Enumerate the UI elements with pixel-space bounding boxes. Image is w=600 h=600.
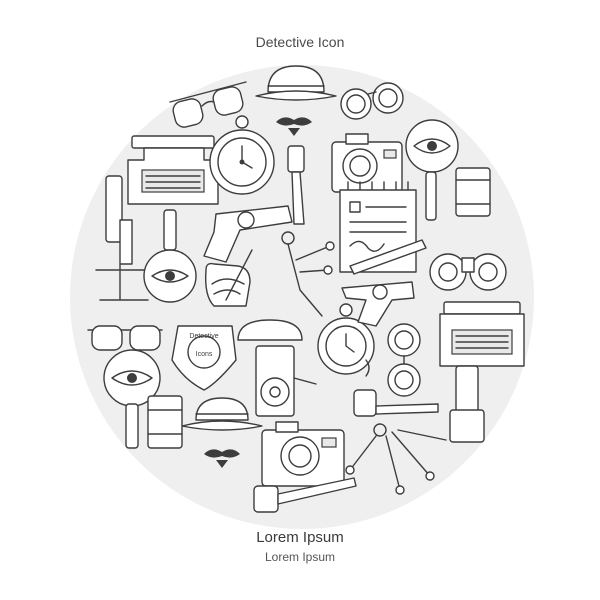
page-title: Detective Icon [255, 34, 345, 50]
smoking-pipe-icon [253, 477, 357, 513]
magnifier-eye-icon [103, 349, 161, 449]
smoking-pipe-icon [287, 145, 305, 225]
flashlight-icon [455, 167, 491, 217]
pocket-watch-icon [317, 303, 375, 375]
badge-label-top: Detective [189, 333, 218, 340]
camera-icon [261, 421, 345, 487]
handcuffs-icon [340, 82, 404, 120]
typewriter-icon [439, 301, 525, 367]
magnifier-eye-icon [143, 209, 197, 303]
binoculars-icon [429, 253, 507, 291]
notepad-icon [339, 181, 417, 273]
mustache-icon [204, 449, 240, 468]
police-badge-icon: Detective Icons [171, 325, 237, 391]
smoking-pipe-icon [353, 359, 439, 417]
badge-label-bottom: Icons [196, 351, 213, 358]
revolver-icon [203, 205, 293, 263]
mustache-icon [276, 117, 312, 136]
handcuffs-icon [387, 323, 421, 397]
fingerprint-icon [204, 249, 253, 307]
footer-subheading: Lorem Ipsum [264, 550, 336, 564]
glasses-icon [87, 325, 163, 351]
bowler-hat-icon [181, 397, 263, 431]
revolver-icon [341, 281, 415, 327]
pencil-icon [349, 239, 427, 275]
bowler-hat-icon [255, 65, 337, 101]
footer-heading: Lorem Ipsum [256, 529, 344, 546]
keys-icon [281, 231, 335, 317]
camera-icon [331, 133, 403, 193]
glasses-icon [169, 81, 247, 128]
magnifier-eye-icon [405, 119, 459, 221]
flashlight-icon [449, 365, 485, 443]
keys-icon [345, 423, 447, 495]
flashlight-icon [147, 395, 183, 449]
typewriter-icon [127, 135, 219, 205]
microscope-icon [95, 175, 149, 301]
pocket-watch-icon [209, 115, 275, 195]
telephone-icon [237, 319, 317, 417]
